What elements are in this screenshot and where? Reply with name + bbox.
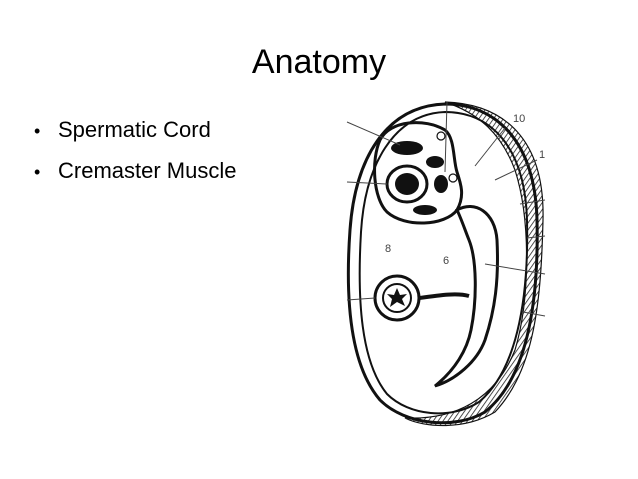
figure-label: 6 xyxy=(443,255,449,267)
cross-section-drawing: 10 1 8 6 xyxy=(346,101,546,427)
figure-label: 10 xyxy=(513,113,525,125)
vein-shape-3 xyxy=(413,205,437,215)
figure-label: 1 xyxy=(539,149,545,161)
star-lumen-shape xyxy=(387,288,407,307)
bullet-item: • Spermatic Cord xyxy=(34,118,236,143)
leader-line xyxy=(346,297,376,301)
scrotal-cross-section-figure: 10 1 8 6 xyxy=(345,100,555,430)
figure-label: 8 xyxy=(385,243,391,255)
slide-title: Anatomy xyxy=(251,43,387,81)
leader-line xyxy=(346,121,401,146)
bullet-text: Cremaster Muscle xyxy=(58,158,237,183)
vas-lumen-shape xyxy=(395,173,419,195)
leader-line xyxy=(494,159,538,181)
leader-line xyxy=(346,181,388,185)
leader-line xyxy=(474,127,506,167)
bullet-text: Spermatic Cord xyxy=(58,117,211,142)
bullet-dot-icon: • xyxy=(34,162,41,182)
vein-shape-2 xyxy=(434,175,448,193)
cord-compartment-shape xyxy=(373,121,464,225)
small-vessel-shape-1 xyxy=(436,131,446,141)
outer-capsule-shape xyxy=(346,102,539,425)
leader-line xyxy=(526,235,546,239)
leader-line xyxy=(522,311,546,317)
bullet-item: • Cremaster Muscle xyxy=(34,159,236,184)
small-vessel-shape-2 xyxy=(448,173,458,183)
inner-capsule-shape xyxy=(358,110,529,415)
vein-shape-1 xyxy=(426,156,444,168)
leader-line xyxy=(519,199,546,205)
bullet-dot-icon: • xyxy=(34,121,41,141)
cremaster-layer-shape xyxy=(404,101,544,427)
leader-line xyxy=(444,101,448,173)
bullet-list: • Spermatic Cord • Cremaster Muscle xyxy=(34,118,236,200)
inner-membrane-shape xyxy=(434,205,499,388)
leader-line xyxy=(484,263,546,275)
